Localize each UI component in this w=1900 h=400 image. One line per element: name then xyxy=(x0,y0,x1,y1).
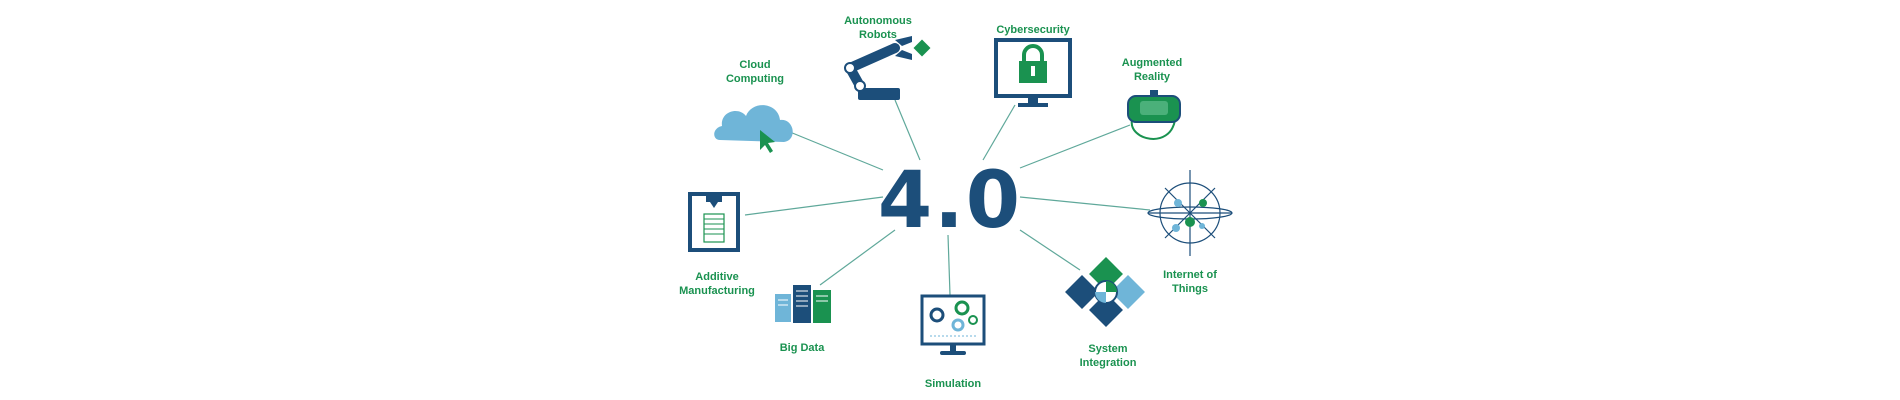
label-line: Internet of xyxy=(1163,269,1217,281)
label-line: System xyxy=(1088,343,1128,355)
vr-headset-icon xyxy=(1127,90,1181,140)
connector-simulation xyxy=(947,234,951,296)
label-line: Additive xyxy=(695,271,739,283)
label-line: Autonomous xyxy=(844,15,912,27)
connector-cybersecurity xyxy=(982,104,1016,161)
cloud-icon xyxy=(714,105,793,153)
servers-icon xyxy=(775,285,831,323)
label-system-integration: System Integration xyxy=(1038,342,1178,370)
label-line: Computing xyxy=(725,73,785,85)
3d-printer-icon xyxy=(688,192,740,252)
label-additive-manufacturing: Additive Manufacturing xyxy=(647,270,787,298)
lock-monitor-icon xyxy=(994,38,1072,107)
connector-internet-of-things xyxy=(1019,196,1151,211)
connector-cloud-computing xyxy=(784,129,884,171)
label-cybersecurity: Cybersecurity xyxy=(963,23,1103,37)
label-line: Reality xyxy=(1133,71,1171,83)
label-autonomous-robots: Autonomous Robots xyxy=(808,14,948,42)
connector-autonomous-robots xyxy=(894,99,921,161)
label-line: Big Data xyxy=(779,342,825,354)
connector-additive-manufacturing xyxy=(744,196,884,216)
connector-big-data xyxy=(819,229,896,286)
network-globe-icon xyxy=(1147,170,1233,256)
label-line: Augmented xyxy=(1121,57,1183,69)
gears-monitor-icon xyxy=(920,294,986,355)
label-line: Cloud xyxy=(739,59,771,71)
connector-lines xyxy=(744,99,1151,296)
label-augmented-reality: Augmented Reality xyxy=(1082,56,1222,84)
label-line: Simulation xyxy=(924,378,982,390)
label-line: Cybersecurity xyxy=(996,24,1070,36)
center-label: 4.0 xyxy=(878,156,1022,246)
label-internet-of-things: Internet of Things xyxy=(1120,268,1260,296)
label-line: Manufacturing xyxy=(679,285,755,297)
label-simulation: Simulation xyxy=(883,377,1023,391)
connector-system-integration xyxy=(1019,229,1081,271)
robot-arm-icon xyxy=(844,36,931,100)
connector-augmented-reality xyxy=(1019,124,1131,169)
puzzle-icon xyxy=(1065,257,1145,327)
label-line: Integration xyxy=(1079,357,1137,369)
label-line: Robots xyxy=(859,29,897,41)
label-line: Things xyxy=(1171,283,1209,295)
label-cloud-computing: Cloud Computing xyxy=(685,58,825,86)
label-big-data: Big Data xyxy=(732,341,872,355)
